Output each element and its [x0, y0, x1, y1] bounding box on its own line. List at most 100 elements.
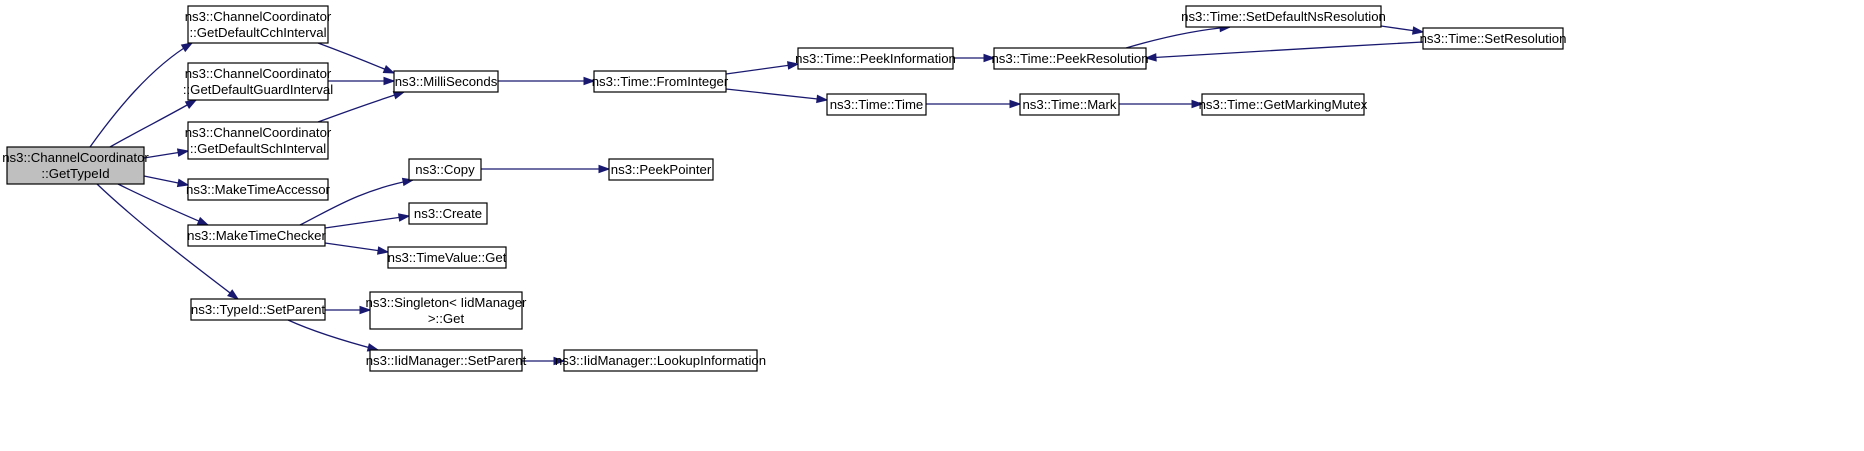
- node-box[interactable]: [408, 158, 482, 181]
- node-n11[interactable]: ns3::Time::SetDefaultNsResolution: [1181, 5, 1386, 28]
- node-label: ns3::Singleton< IidManager: [366, 295, 528, 310]
- node-n19[interactable]: ns3::TimeValue::Get: [387, 246, 507, 269]
- node-n10[interactable]: ns3::Time::PeekResolution: [991, 47, 1149, 70]
- node-label: ns3::Copy: [415, 162, 475, 177]
- node-label: ns3::ChannelCoordinator: [185, 66, 332, 81]
- node-box[interactable]: [797, 47, 954, 70]
- node-n9[interactable]: ns3::Time::PeekInformation: [795, 47, 956, 70]
- edge-arrowhead: [376, 246, 390, 255]
- edge-arrowhead: [1191, 99, 1204, 109]
- node-label: ns3::Time::SetResolution: [1420, 31, 1567, 46]
- edge-n0-n3: [143, 148, 190, 159]
- edge-line: [109, 99, 197, 148]
- node-n4[interactable]: ns3::MakeTimeAccessor: [186, 178, 331, 201]
- edge-arrowhead: [392, 91, 406, 100]
- node-n2[interactable]: ns3::ChannelCoordinator::GetDefaultGuard…: [183, 62, 333, 101]
- node-box[interactable]: [593, 70, 727, 93]
- edge-n0-n5: [117, 183, 210, 226]
- node-label: ns3::IidManager::LookupInformation: [555, 353, 766, 368]
- node-n0[interactable]: ns3::ChannelCoordinator::GetTypeId: [2, 146, 149, 185]
- edge-n16-n17: [481, 164, 611, 174]
- node-label: ns3::Time::Mark: [1022, 97, 1116, 112]
- edge-arrowhead: [383, 76, 396, 86]
- node-label: ns3::MilliSeconds: [395, 74, 498, 89]
- edge-n0-n6: [96, 183, 240, 300]
- edge-n13-n14: [926, 99, 1022, 109]
- node-box[interactable]: [187, 178, 329, 201]
- node-box[interactable]: [190, 298, 326, 321]
- edge-layer: [89, 23, 1425, 366]
- node-box[interactable]: [187, 5, 329, 44]
- node-label: ns3::ChannelCoordinator: [185, 125, 332, 140]
- edge-arrowhead: [787, 61, 800, 70]
- edge-n1-n7: [317, 42, 396, 74]
- node-n1[interactable]: ns3::ChannelCoordinator::GetDefaultCchIn…: [185, 5, 332, 44]
- edge-n7-n8: [498, 76, 596, 86]
- edge-line: [1125, 26, 1231, 49]
- edge-arrowhead: [583, 76, 596, 86]
- edge-line: [324, 242, 389, 253]
- node-n20[interactable]: ns3::Singleton< IidManager >::Get: [366, 291, 528, 330]
- edge-line: [725, 88, 828, 101]
- edge-n6-n20: [325, 305, 372, 315]
- node-box[interactable]: [369, 291, 523, 330]
- node-n12[interactable]: ns3::Time::SetResolution: [1420, 27, 1567, 50]
- node-n18[interactable]: ns3::Create: [408, 202, 488, 225]
- node-label: ns3::Create: [414, 206, 482, 221]
- edge-arrowhead: [196, 216, 210, 226]
- node-label: ::GetDefaultSchInterval: [190, 141, 326, 156]
- edge-n2-n7: [328, 76, 396, 86]
- node-n22[interactable]: ns3::IidManager::LookupInformation: [555, 349, 766, 372]
- edge-n0-n2: [109, 99, 198, 148]
- node-label: ::GetDefaultGuardInterval: [183, 82, 333, 97]
- node-box[interactable]: [187, 62, 329, 101]
- node-box[interactable]: [826, 93, 927, 116]
- edge-line: [324, 215, 410, 229]
- node-box[interactable]: [187, 224, 326, 247]
- node-n6[interactable]: ns3::TypeId::SetParent: [190, 298, 326, 321]
- node-label: ns3::IidManager::SetParent: [366, 353, 527, 368]
- node-box[interactable]: [993, 47, 1147, 70]
- node-n8[interactable]: ns3::Time::FromInteger: [592, 70, 729, 93]
- edge-arrowhead: [184, 99, 198, 109]
- node-box[interactable]: [187, 121, 329, 160]
- node-box[interactable]: [1201, 93, 1365, 116]
- node-label: ns3::ChannelCoordinator: [2, 150, 149, 165]
- node-n16[interactable]: ns3::Copy: [408, 158, 482, 181]
- node-n15[interactable]: ns3::Time::GetMarkingMutex: [1199, 93, 1368, 116]
- node-box[interactable]: [6, 146, 145, 185]
- node-box[interactable]: [369, 349, 523, 372]
- edge-arrowhead: [983, 53, 996, 63]
- node-box[interactable]: [608, 158, 714, 181]
- node-label: ::GetTypeId: [41, 166, 109, 181]
- node-n13[interactable]: ns3::Time::Time: [826, 93, 927, 116]
- node-label: ns3::PeekPointer: [611, 162, 712, 177]
- node-box[interactable]: [1422, 27, 1564, 50]
- node-n21[interactable]: ns3::IidManager::SetParent: [366, 349, 527, 372]
- edge-line: [299, 179, 414, 226]
- node-box[interactable]: [387, 246, 507, 269]
- edge-n5-n18: [324, 213, 411, 229]
- node-box[interactable]: [563, 349, 758, 372]
- node-n5[interactable]: ns3::MakeTimeChecker: [187, 224, 326, 247]
- edge-n8-n13: [725, 88, 829, 104]
- node-label: ns3::Time::PeekInformation: [795, 51, 956, 66]
- node-n3[interactable]: ns3::ChannelCoordinator::GetDefaultSchIn…: [185, 121, 332, 160]
- node-label: ns3::ChannelCoordinator: [185, 9, 332, 24]
- node-n7[interactable]: ns3::MilliSeconds: [393, 70, 499, 93]
- edge-arrowhead: [1009, 99, 1022, 109]
- node-label: ns3::TypeId::SetParent: [191, 302, 325, 317]
- edge-n21-n22: [522, 356, 566, 366]
- edge-n5-n19: [324, 242, 390, 255]
- node-box[interactable]: [408, 202, 488, 225]
- node-label: ns3::Time::Time: [830, 97, 924, 112]
- node-box[interactable]: [393, 70, 499, 93]
- edge-arrowhead: [598, 164, 611, 174]
- node-n17[interactable]: ns3::PeekPointer: [608, 158, 714, 181]
- node-label: ::GetDefaultCchInterval: [189, 25, 326, 40]
- node-box[interactable]: [1019, 93, 1120, 116]
- node-label: ns3::Time::FromInteger: [592, 74, 729, 89]
- edge-n9-n10: [953, 53, 996, 63]
- node-n14[interactable]: ns3::Time::Mark: [1019, 93, 1120, 116]
- node-box[interactable]: [1185, 5, 1382, 28]
